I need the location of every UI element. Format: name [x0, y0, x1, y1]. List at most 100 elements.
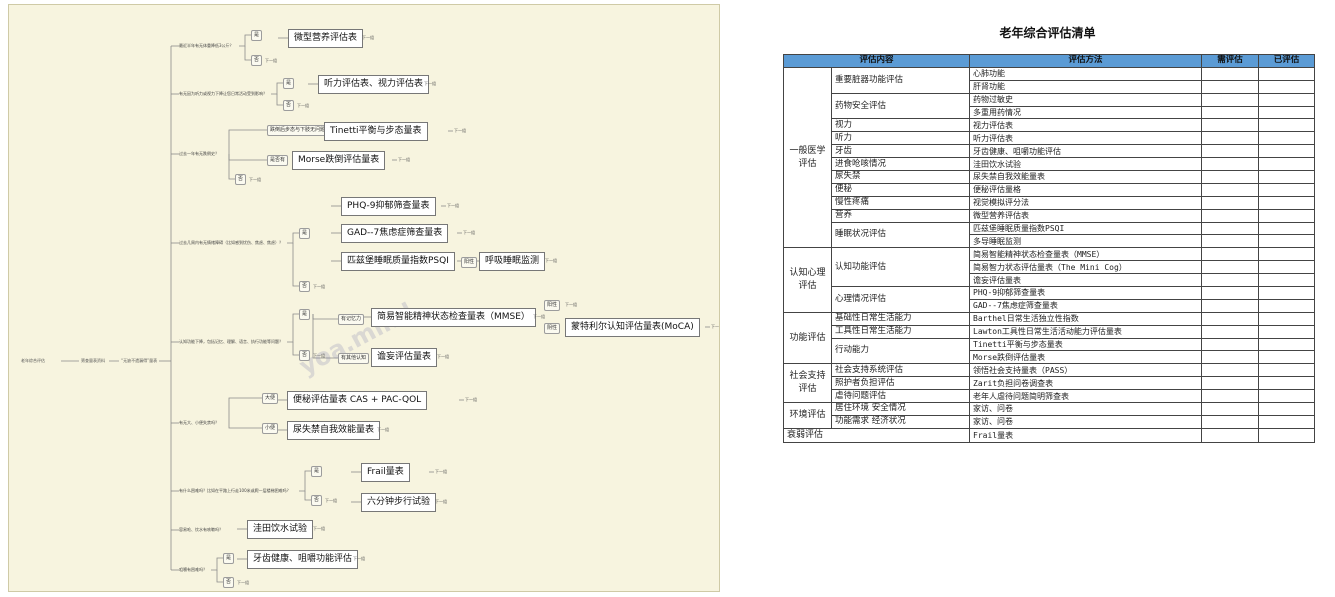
done-cell[interactable] — [1258, 157, 1316, 172]
done-cell[interactable] — [1258, 376, 1316, 391]
assessment-box[interactable]: Tinetti平衡与步态量表 — [324, 122, 428, 141]
result-tag[interactable]: 阳性 — [544, 300, 561, 311]
need-cell[interactable] — [1201, 105, 1260, 120]
no-tag[interactable]: 否 — [235, 174, 247, 185]
need-cell[interactable] — [1201, 350, 1260, 365]
assessment-box[interactable]: PHQ-9抑郁筛查量表 — [341, 197, 436, 216]
done-cell[interactable] — [1258, 118, 1316, 133]
done-cell[interactable] — [1258, 260, 1316, 275]
need-cell[interactable] — [1201, 144, 1260, 159]
done-cell[interactable] — [1258, 311, 1316, 326]
result-tag[interactable]: 阳性 — [461, 257, 478, 268]
next-link[interactable]: 下一组 — [565, 302, 577, 307]
next-link[interactable]: 下一组 — [424, 81, 436, 86]
done-cell[interactable] — [1258, 324, 1316, 339]
branch-tag[interactable]: 是否有 — [267, 155, 289, 166]
done-cell[interactable] — [1258, 350, 1316, 365]
yes-tag[interactable]: 是 — [283, 78, 295, 89]
no-tag[interactable]: 否 — [251, 55, 263, 66]
yes-tag[interactable]: 是 — [299, 228, 311, 239]
done-cell[interactable] — [1258, 182, 1316, 197]
need-cell[interactable] — [1201, 170, 1260, 184]
assessment-box[interactable]: GAD--7焦虑症筛查量表 — [341, 224, 449, 243]
next-link[interactable]: 下一组 — [313, 284, 325, 289]
assessment-box[interactable]: Morse跌倒评估量表 — [292, 151, 386, 170]
next-link[interactable]: 下一组 — [313, 526, 325, 531]
done-cell[interactable] — [1258, 414, 1316, 429]
done-cell[interactable] — [1258, 286, 1316, 300]
need-cell[interactable] — [1201, 182, 1260, 197]
done-cell[interactable] — [1258, 92, 1316, 107]
branch-tag[interactable]: 小便 — [262, 423, 279, 434]
need-cell[interactable] — [1201, 208, 1260, 223]
need-cell[interactable] — [1201, 298, 1260, 313]
next-link[interactable]: 下一组 — [465, 397, 477, 402]
need-cell[interactable] — [1201, 389, 1260, 404]
need-cell[interactable] — [1201, 363, 1260, 378]
need-cell[interactable] — [1201, 337, 1260, 352]
done-cell[interactable] — [1258, 79, 1316, 94]
assessment-box[interactable]: 匹兹堡睡眠质量指数PSQI — [341, 252, 455, 271]
need-cell[interactable] — [1201, 79, 1260, 94]
next-link[interactable]: 下一组 — [447, 203, 459, 208]
next-link[interactable]: 下一组 — [437, 354, 449, 359]
done-cell[interactable] — [1258, 234, 1316, 249]
done-cell[interactable] — [1258, 247, 1316, 262]
need-cell[interactable] — [1201, 260, 1260, 275]
need-cell[interactable] — [1201, 234, 1260, 249]
root-node[interactable]: 老年综合评估 — [21, 358, 45, 363]
need-cell[interactable] — [1201, 324, 1260, 339]
done-cell[interactable] — [1258, 427, 1316, 443]
done-cell[interactable] — [1258, 298, 1316, 313]
assessment-box[interactable]: 洼田饮水试验 — [247, 520, 314, 539]
assessment-box[interactable]: 便秘评估量表 CAS + PAC-QOL — [287, 391, 428, 410]
assessment-box[interactable]: 蒙特利尔认知评估量表(MoCA) — [565, 318, 700, 337]
no-tag[interactable]: 否 — [283, 100, 295, 111]
need-cell[interactable] — [1201, 311, 1260, 326]
root-right-node[interactable]: “无缺不遗漏得”量表 — [121, 358, 158, 363]
next-link[interactable]: 下一组 — [398, 157, 410, 162]
yes-tag[interactable]: 是 — [251, 30, 263, 41]
done-cell[interactable] — [1258, 402, 1316, 416]
next-link[interactable]: 下一组 — [249, 177, 261, 182]
next-link[interactable]: 下一组 — [533, 314, 545, 319]
done-cell[interactable] — [1258, 389, 1316, 404]
need-cell[interactable] — [1201, 118, 1260, 133]
done-cell[interactable] — [1258, 208, 1316, 223]
need-cell[interactable] — [1201, 92, 1260, 107]
yes-tag[interactable]: 是 — [299, 309, 311, 320]
no-tag[interactable]: 否 — [299, 350, 311, 361]
done-cell[interactable] — [1258, 131, 1316, 146]
done-cell[interactable] — [1258, 337, 1316, 352]
need-cell[interactable] — [1201, 157, 1260, 172]
done-cell[interactable] — [1258, 144, 1316, 159]
done-cell[interactable] — [1258, 221, 1316, 236]
no-tag[interactable]: 否 — [311, 495, 323, 506]
branch-tag[interactable]: 大便 — [262, 393, 279, 404]
need-cell[interactable] — [1201, 286, 1260, 300]
assessment-box[interactable]: Frail量表 — [361, 463, 410, 482]
result-tag[interactable]: 阴性 — [544, 323, 561, 334]
assessment-box[interactable]: 听力评估表、视力评估表 — [318, 75, 430, 94]
branch-tag[interactable]: 跌倒后步态与下肢无问题 — [267, 125, 329, 136]
assessment-box[interactable]: 简易智能精神状态检查量表（MMSE） — [371, 308, 536, 327]
assessment-box[interactable]: 尿失禁自我效能量表 — [287, 421, 381, 440]
next-link[interactable]: 下一组 — [454, 128, 466, 133]
next-link[interactable]: 下一组 — [711, 324, 719, 329]
assessment-box[interactable]: 呼吸睡眠监测 — [479, 252, 546, 271]
next-link[interactable]: 下一组 — [435, 469, 447, 474]
next-link[interactable]: 下一组 — [297, 103, 309, 108]
assessment-box[interactable]: 六分钟步行试验 — [361, 493, 437, 512]
need-cell[interactable] — [1201, 376, 1260, 391]
need-cell[interactable] — [1201, 273, 1260, 288]
next-link[interactable]: 下一组 — [377, 427, 389, 432]
need-cell[interactable] — [1201, 427, 1260, 443]
no-tag[interactable]: 否 — [299, 281, 311, 292]
next-link[interactable]: 下一组 — [362, 35, 374, 40]
root-mid-node[interactable]: 筛查量表资料 — [81, 358, 105, 363]
yes-tag[interactable]: 是 — [223, 553, 235, 564]
done-cell[interactable] — [1258, 195, 1316, 210]
need-cell[interactable] — [1201, 414, 1260, 429]
need-cell[interactable] — [1201, 221, 1260, 236]
next-link[interactable]: 下一组 — [545, 258, 557, 263]
